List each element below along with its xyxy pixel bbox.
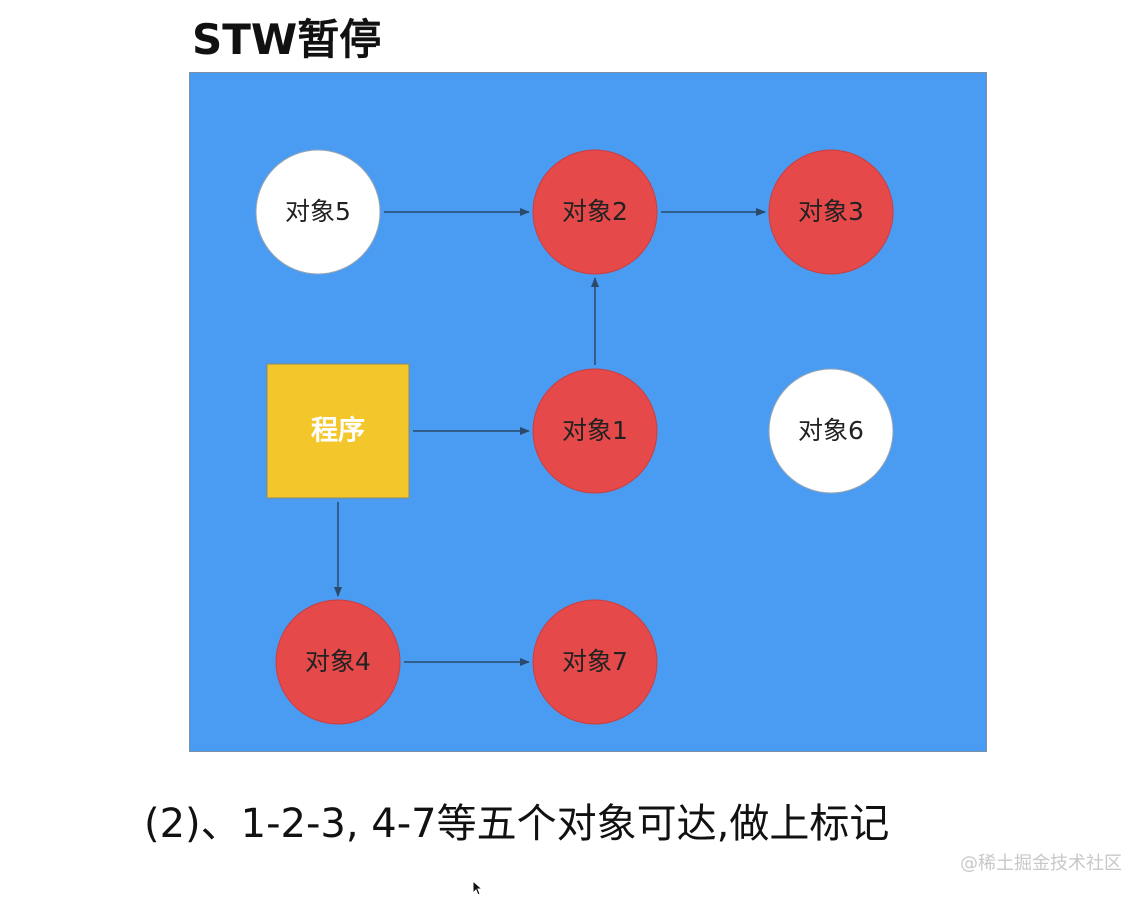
object-node-obj3: 对象3 bbox=[768, 149, 894, 275]
object-node-obj7: 对象7 bbox=[532, 599, 658, 725]
object-label-obj2: 对象2 bbox=[562, 197, 628, 226]
program-box bbox=[266, 363, 410, 499]
diagram-panel: 程序 对象5 对象2 对象3 对象1 对象6 对象4 对象7 bbox=[189, 72, 987, 752]
object-label-obj3: 对象3 bbox=[798, 197, 864, 226]
object-graph: 程序 对象5 对象2 对象3 对象1 对象6 对象4 对象7 bbox=[255, 149, 894, 725]
object-label-obj6: 对象6 bbox=[798, 416, 864, 445]
diagram-title: STW暂停 bbox=[192, 15, 382, 64]
watermark: @稀土掘金技术社区 bbox=[960, 853, 1122, 874]
nodes-layer: 程序 对象5 对象2 对象3 对象1 对象6 对象4 对象7 bbox=[255, 149, 894, 725]
object-circle-obj7 bbox=[532, 599, 658, 725]
object-label-obj7: 对象7 bbox=[562, 647, 628, 676]
object-node-obj1: 对象1 bbox=[532, 368, 658, 494]
step-caption: (2)、1-2-3, 4-7等五个对象可达,做上标记 bbox=[144, 801, 890, 847]
object-node-obj5: 对象5 bbox=[255, 149, 381, 275]
object-circle-obj2 bbox=[532, 149, 658, 275]
object-circle-obj4 bbox=[275, 599, 401, 725]
object-circle-obj3 bbox=[768, 149, 894, 275]
object-node-obj4: 对象4 bbox=[275, 599, 401, 725]
mouse-pointer-icon bbox=[472, 879, 484, 899]
object-circle-obj1 bbox=[532, 368, 658, 494]
program-label: 程序 bbox=[311, 415, 365, 447]
object-circle-obj6 bbox=[768, 368, 894, 494]
object-node-obj6: 对象6 bbox=[768, 368, 894, 494]
program-node: 程序 bbox=[266, 363, 410, 499]
object-label-obj5: 对象5 bbox=[285, 197, 351, 226]
object-node-obj2: 对象2 bbox=[532, 149, 658, 275]
edges-layer bbox=[334, 208, 766, 666]
object-circle-obj5 bbox=[255, 149, 381, 275]
object-label-obj1: 对象1 bbox=[562, 416, 628, 445]
object-label-obj4: 对象4 bbox=[305, 647, 371, 676]
